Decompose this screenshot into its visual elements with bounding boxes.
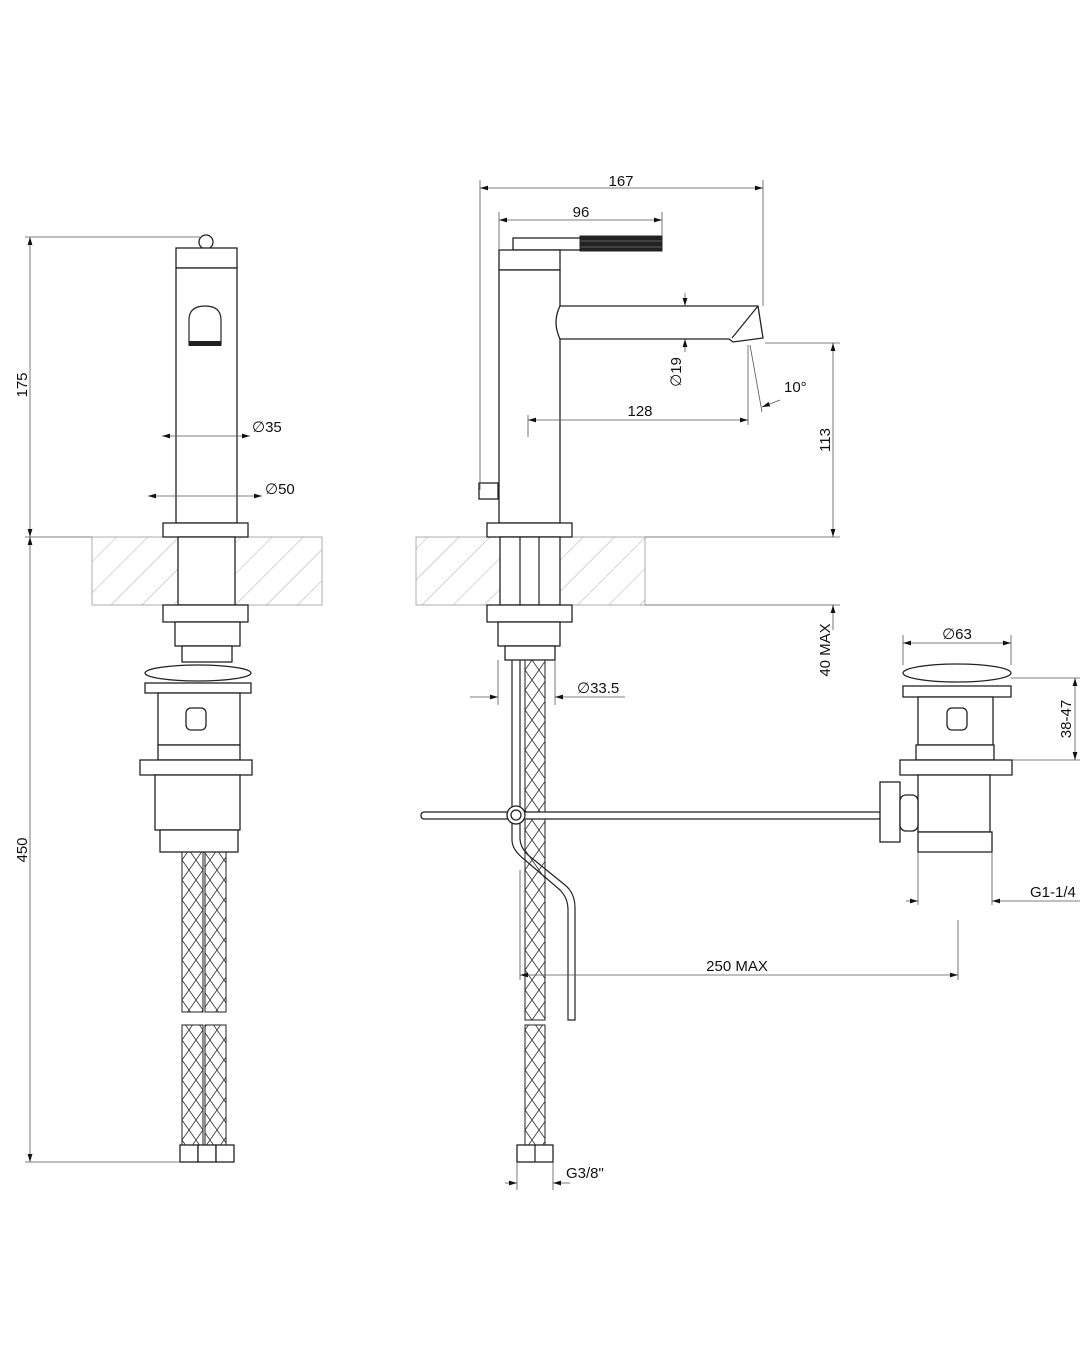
spout [555,305,764,343]
front-dimensions: 175 450 ∅35 ∅50 [14,236,295,1163]
dim-body-diameter: ∅35 [252,419,282,436]
hose-right [204,851,227,1013]
dim-base-diameter: ∅50 [265,481,295,498]
popup-knob [478,482,499,500]
hose [524,659,546,1021]
waste-rod [420,811,882,820]
waste-cap [902,663,1012,683]
dim-spout-angle: 10° [784,379,807,396]
faucet-body [498,269,561,524]
lever-handle [512,237,582,251]
dim-height-450: 450 [14,837,31,862]
dim-deck-thickness: 40 MAX [817,623,834,676]
spout-outlet [188,305,222,346]
side-view [415,235,882,1163]
hose-left [181,851,204,1013]
dim-height-175: 175 [14,372,31,397]
dim-spout-diameter: ∅19 [668,357,685,387]
dim-basin-thickness: 38-47 [1058,700,1075,738]
dim-waste-thread: G1-1/4 [1030,884,1076,901]
popup-rod-tube [511,660,576,1021]
dim-hose-thread: G3/8" [566,1165,604,1182]
dim-lever-length: 96 [573,204,590,221]
faucet-body [175,267,238,524]
front-view [91,234,323,1163]
knurled-grip [579,235,663,252]
dim-cap-diameter: ∅63 [942,626,972,643]
lever-knob [198,234,214,250]
dim-rod-length: 250 MAX [706,958,768,975]
waste-view [879,663,1013,853]
dim-shank-diameter: ∅33.5 [577,680,619,697]
dim-overall-length: 167 [608,173,633,190]
side-dimensions: 167 96 ∅19 128 10° 113 40 MAX ∅33.5 250 … [470,173,1080,1190]
dim-spout-height: 113 [817,428,834,452]
rod-connector [879,781,901,843]
dim-spout-reach: 128 [627,403,652,420]
